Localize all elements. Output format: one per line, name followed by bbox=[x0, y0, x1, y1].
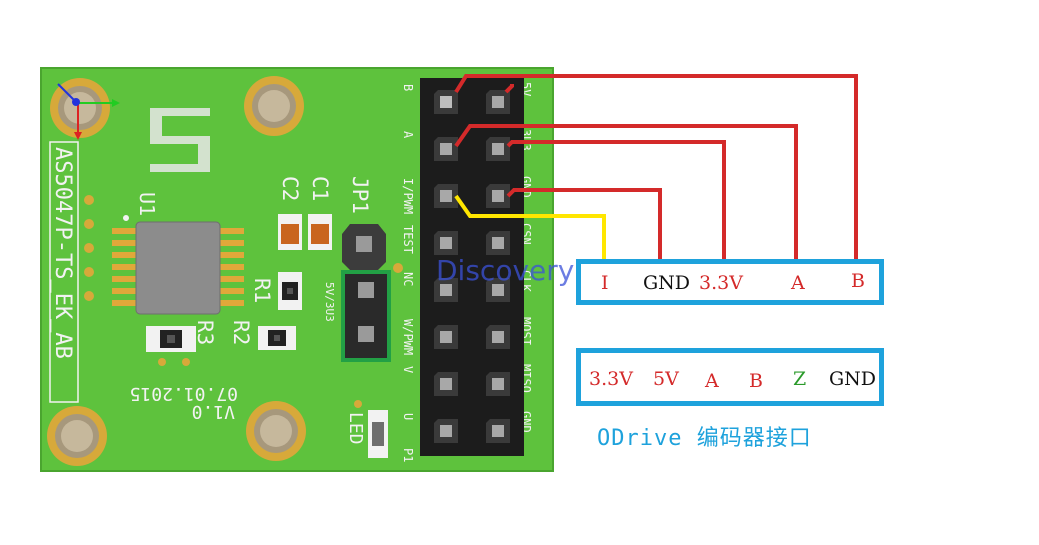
chip-u1 bbox=[112, 215, 244, 315]
conn-top-label-a: A bbox=[791, 272, 805, 294]
wire-5v bbox=[504, 84, 514, 94]
pin-label-left: B bbox=[401, 84, 415, 91]
axis-indicator-icon bbox=[57, 83, 120, 140]
pin-label-left: NC bbox=[401, 272, 415, 286]
wires bbox=[454, 74, 858, 262]
header-pin bbox=[486, 325, 510, 349]
wire-i bbox=[454, 194, 606, 262]
conn-bottom-label-5v: 5V bbox=[653, 368, 679, 390]
pin-label-left: TEST bbox=[401, 225, 415, 254]
header-pin bbox=[434, 372, 458, 396]
resistor-r3 bbox=[146, 326, 196, 366]
label-r1: R1 bbox=[250, 278, 274, 303]
connector-box-bottom: 3.3V 5V A B Z GND bbox=[576, 348, 884, 406]
header-pin bbox=[486, 419, 510, 443]
pin-label-left: W/PWM bbox=[401, 319, 415, 355]
caption-odrive-encoder-interface: ODrive 编码器接口 bbox=[597, 426, 812, 451]
header-pin bbox=[486, 90, 510, 114]
label-u1: U1 bbox=[135, 192, 159, 216]
resistor-r2 bbox=[258, 326, 296, 350]
wire-3v3 bbox=[506, 140, 726, 262]
label-jumper: 5V/3U3 bbox=[323, 282, 336, 322]
connector-box-top: I GND 3.3V A B bbox=[576, 259, 884, 305]
mounting-hole bbox=[47, 406, 107, 466]
header-pin bbox=[434, 90, 458, 114]
header-pin bbox=[486, 184, 510, 208]
conn-bottom-label-z: Z bbox=[793, 368, 807, 390]
label-r2: R2 bbox=[229, 320, 253, 345]
label-c2: C2 bbox=[278, 176, 302, 201]
header-pin bbox=[486, 137, 510, 161]
header-pin bbox=[434, 278, 458, 302]
resistor-r1 bbox=[278, 272, 302, 310]
board-name-frame bbox=[49, 141, 79, 403]
conn-top-label-gnd: GND bbox=[643, 272, 691, 294]
pin-label-left: A bbox=[401, 131, 415, 139]
conn-top-label-3v3: 3.3V bbox=[699, 272, 743, 294]
mounting-hole bbox=[50, 78, 110, 138]
header-pin bbox=[434, 137, 458, 161]
label-jp1: JP1 bbox=[348, 176, 372, 214]
mounting-hole bbox=[246, 401, 306, 461]
board-name: AS5047P-TS_EK_AB bbox=[50, 147, 75, 359]
header-pin bbox=[434, 419, 458, 443]
watermark: Discovery bbox=[436, 254, 575, 287]
capacitor-c2 bbox=[278, 214, 302, 250]
label-r3: R3 bbox=[193, 320, 217, 345]
led-component bbox=[354, 400, 388, 458]
header-pin bbox=[486, 278, 510, 302]
label-c1: C1 bbox=[308, 176, 332, 201]
wire-a bbox=[454, 124, 798, 262]
pin-label-left: I/PWM bbox=[401, 178, 415, 214]
logo-dot-pattern bbox=[150, 108, 210, 172]
board-date: 07.01.2015 bbox=[130, 383, 238, 404]
conn-bottom-label-gnd: GND bbox=[829, 368, 877, 390]
conn-bottom-label-3v3: 3.3V bbox=[589, 368, 633, 390]
conn-bottom-label-b: B bbox=[749, 370, 763, 392]
header-pin bbox=[486, 372, 510, 396]
conn-top-label-b: B bbox=[851, 270, 865, 292]
jumper-jp1 bbox=[341, 224, 403, 362]
conn-top-label-i: I bbox=[601, 272, 609, 294]
capacitor-c1 bbox=[308, 214, 332, 250]
pin-label-left: V bbox=[401, 366, 415, 373]
wire-b bbox=[454, 74, 858, 262]
label-led: LED bbox=[345, 412, 366, 445]
mounting-hole bbox=[244, 76, 304, 136]
header-pin bbox=[434, 325, 458, 349]
header-pin bbox=[434, 231, 458, 255]
header-pin bbox=[486, 231, 510, 255]
pin-labels-left: B A I/PWM TEST NC W/PWM V U bbox=[401, 84, 415, 420]
header-pin bbox=[434, 184, 458, 208]
wire-gnd bbox=[506, 188, 662, 262]
board-version: V1.0 bbox=[192, 401, 235, 422]
conn-bottom-label-a: A bbox=[705, 370, 719, 392]
label-p1: P1 bbox=[401, 448, 415, 462]
pin-label-left: U bbox=[401, 413, 415, 420]
side-pads bbox=[84, 195, 94, 301]
